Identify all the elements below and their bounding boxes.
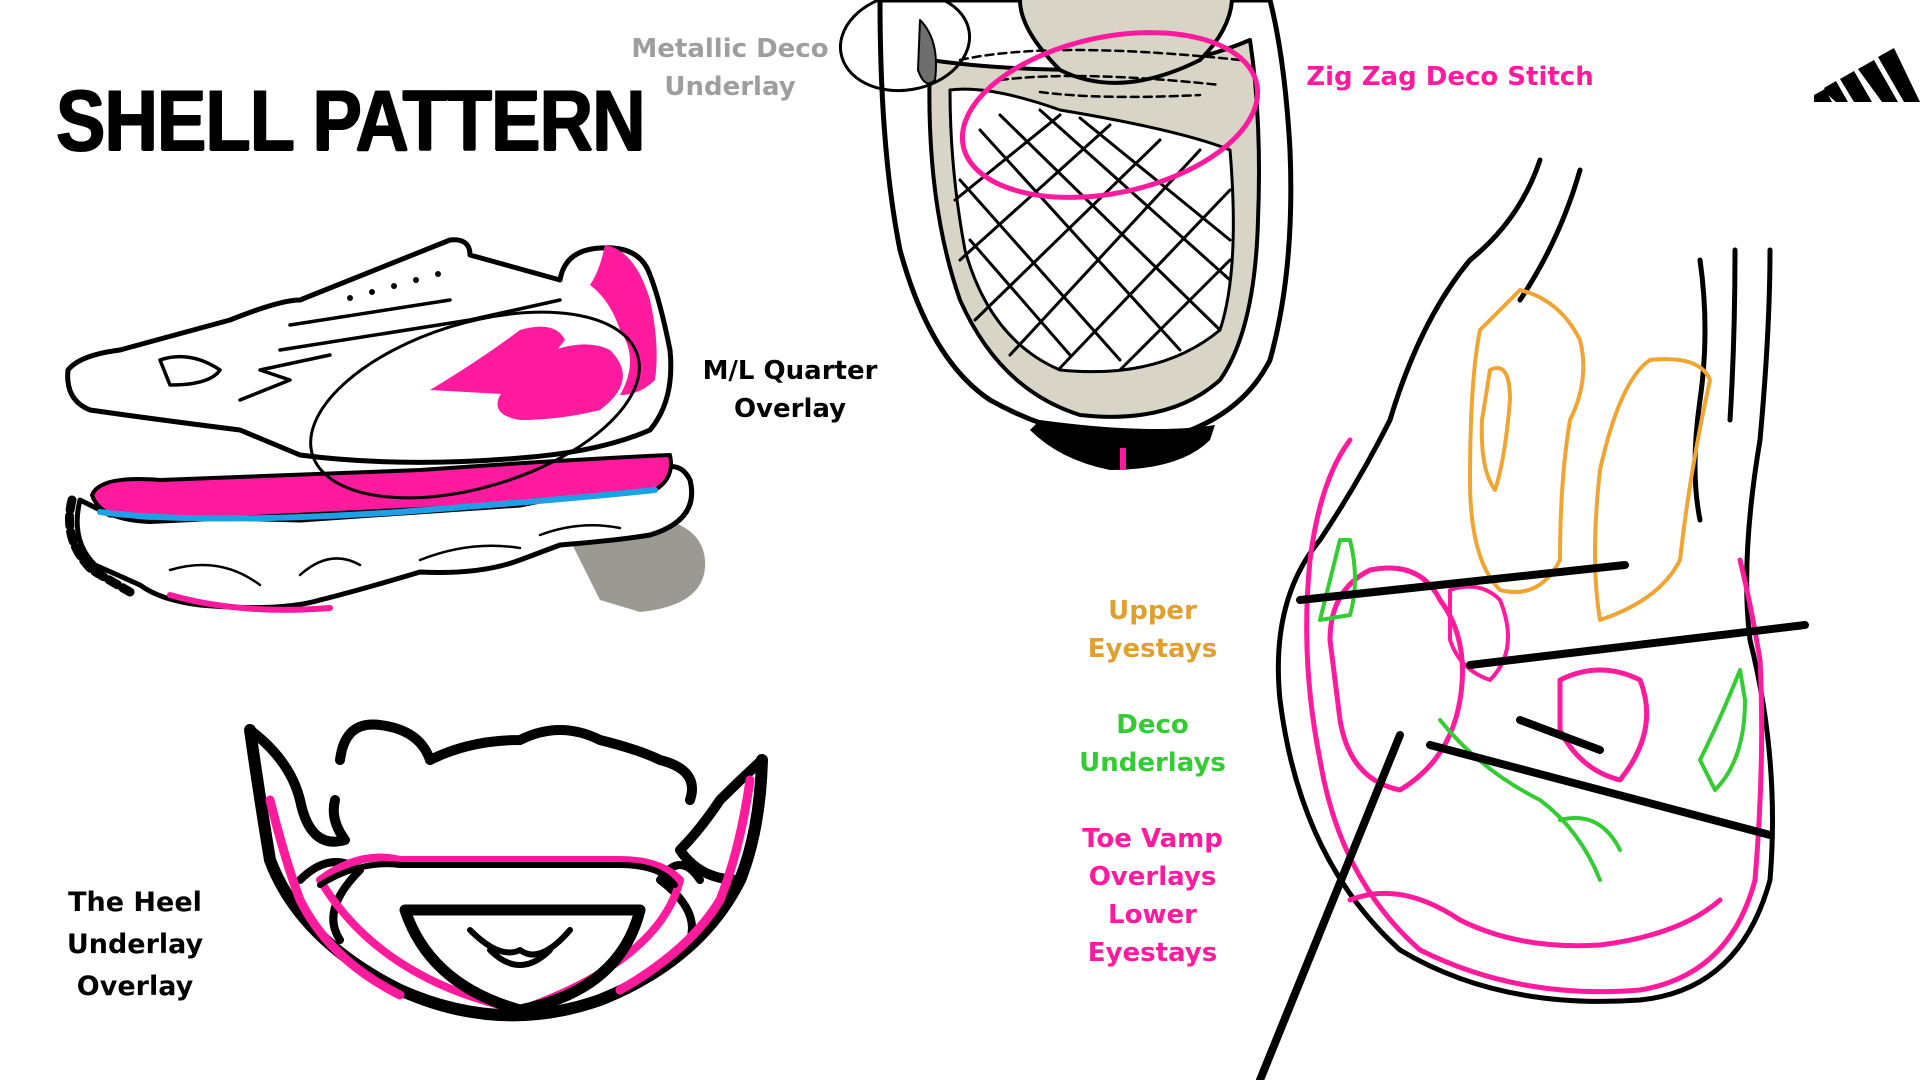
label-line: Underlay [50, 924, 220, 966]
front-view-shoe [833, 0, 1291, 470]
label-deco-underlays: Deco Underlays [1065, 706, 1240, 782]
label-line: Upper [1065, 592, 1240, 630]
label-line: Toe Vamp [1065, 820, 1240, 858]
label-line: M/L Quarter [690, 352, 890, 390]
label-line: Metallic Deco [610, 30, 850, 68]
label-ml-quarter-overlay: M/L Quarter Overlay [690, 352, 890, 428]
label-line: Overlay [50, 966, 220, 1008]
label-line: Zig Zag Deco Stitch [1300, 58, 1600, 96]
label-toe-vamp-overlays: Toe Vamp Overlays Lower Eyestays [1065, 820, 1240, 972]
label-zig-zag-deco-stitch: Zig Zag Deco Stitch [1300, 58, 1600, 96]
label-line: Overlay [690, 390, 890, 428]
label-metallic-deco-underlay: Metallic Deco Underlay [610, 30, 850, 106]
label-line: Deco [1065, 706, 1240, 744]
label-line: The Heel [50, 882, 220, 924]
label-line: Lower [1065, 896, 1240, 934]
pattern-view [1260, 160, 1805, 1080]
heel-view [250, 724, 762, 1015]
side-view-shoe [68, 240, 705, 612]
label-line: Underlay [610, 68, 850, 106]
label-line: Overlays [1065, 858, 1240, 896]
label-line: Underlays [1065, 744, 1240, 782]
label-heel-underlay-overlay: The Heel Underlay Overlay [50, 882, 220, 1008]
label-upper-eyestays: Upper Eyestays [1065, 592, 1240, 668]
label-line: Eyestays [1065, 630, 1240, 668]
label-line: Eyestays [1065, 934, 1240, 972]
